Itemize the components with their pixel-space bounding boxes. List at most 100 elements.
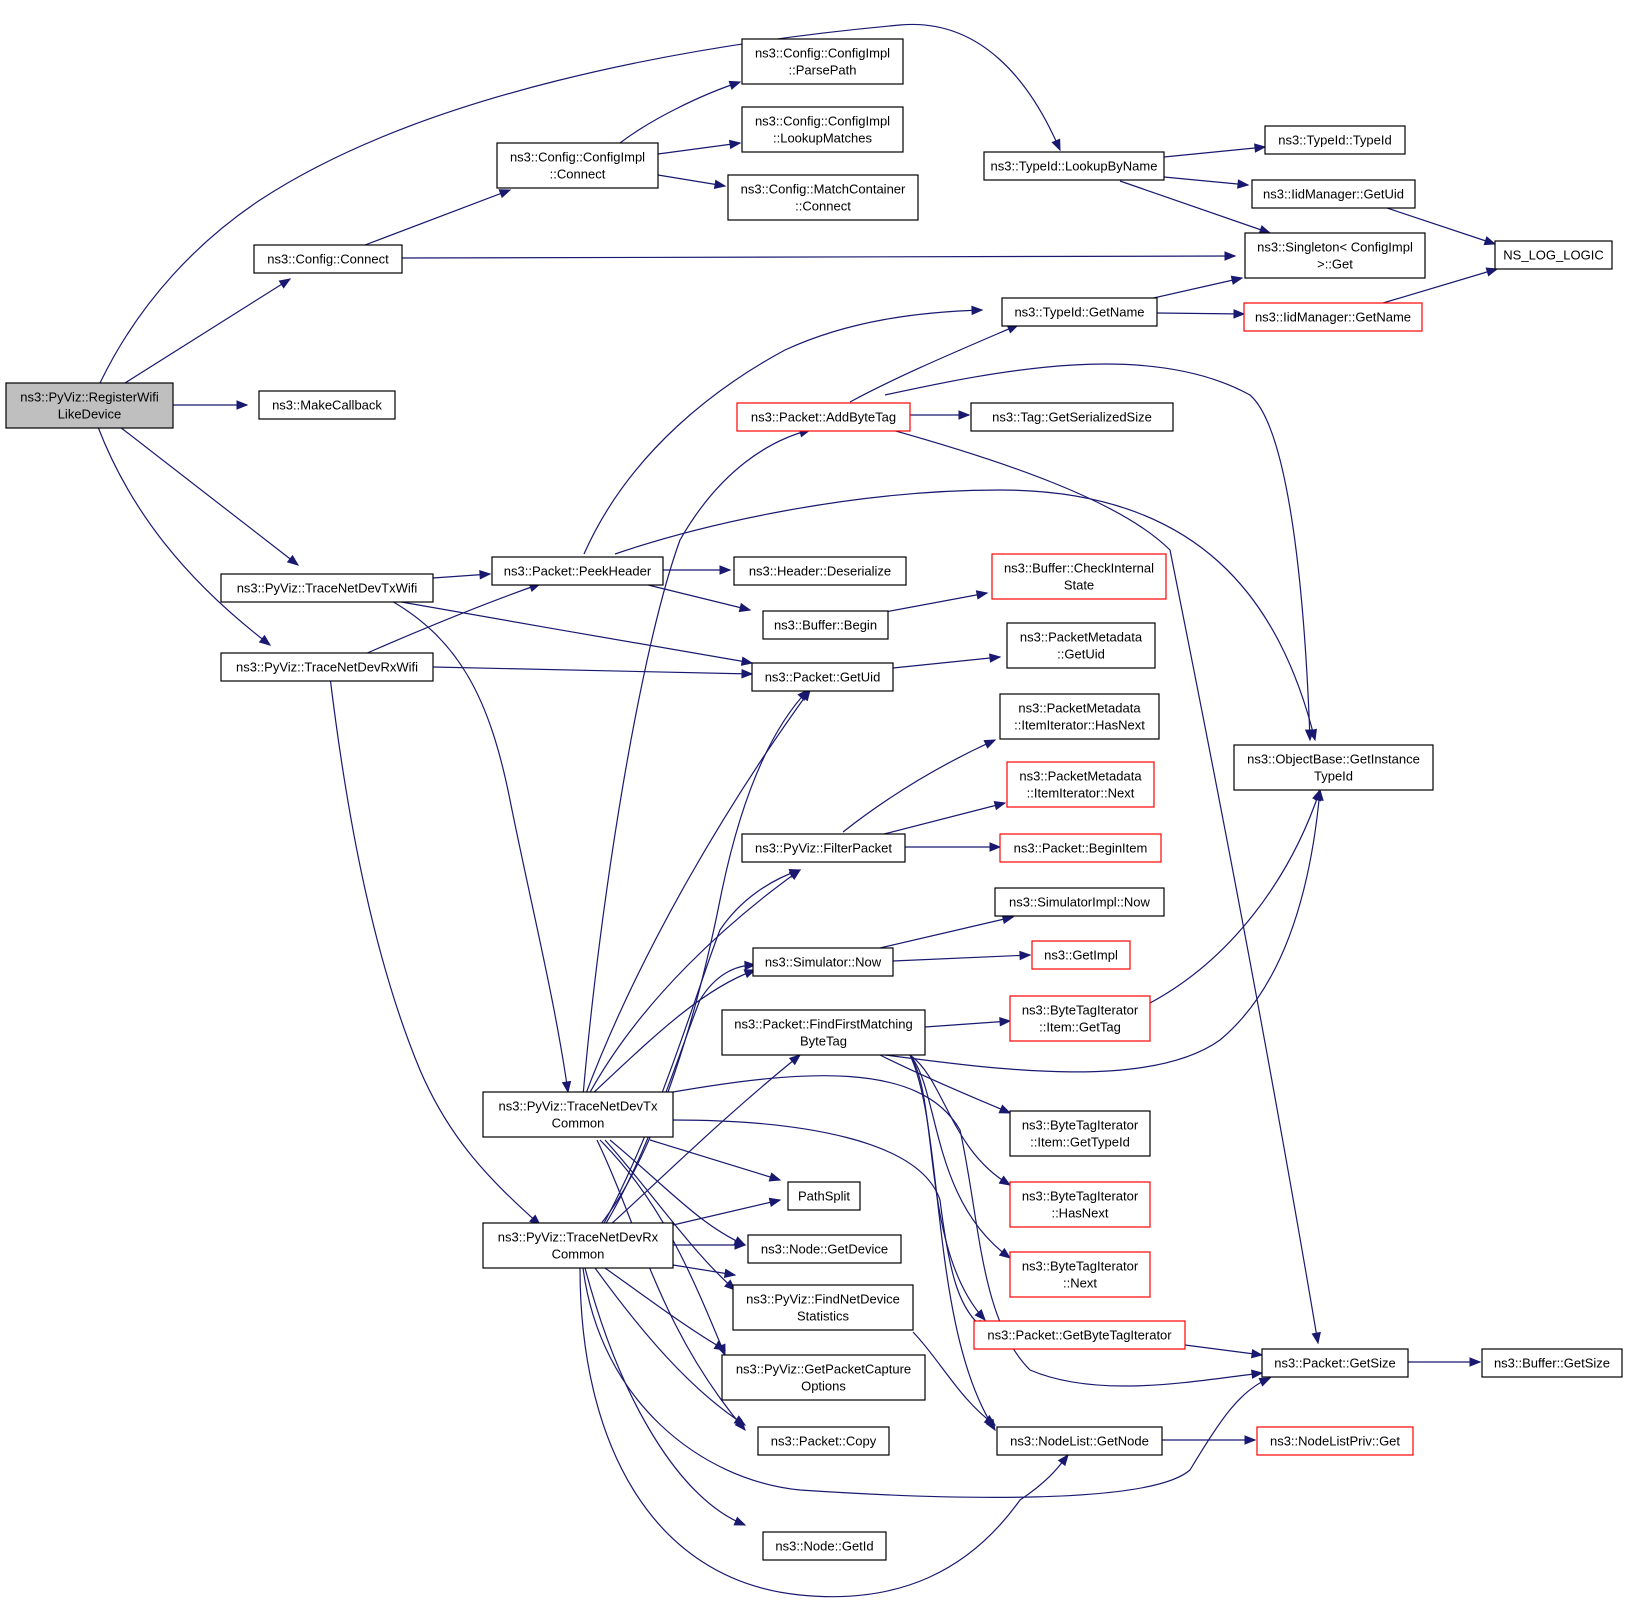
- edge-txc-pathsplit: [649, 1139, 782, 1182]
- node-label: Common: [552, 1247, 605, 1262]
- arrowhead: [1019, 950, 1032, 961]
- node-config-connect[interactable]: ns3::Config::Connect: [253, 244, 403, 274]
- node-tx-wifi[interactable]: ns3::PyViz::TraceNetDevTxWifi: [220, 573, 434, 603]
- node-simimpl-now[interactable]: ns3::SimulatorImpl::Now: [994, 887, 1165, 917]
- edge-rxc-nodegetid: [584, 1267, 747, 1526]
- node-iid-getuid[interactable]: ns3::IidManager::GetUid: [1251, 179, 1416, 209]
- node-label: ns3::Packet::AddByteTag: [751, 410, 896, 425]
- node-label: ::Connect: [550, 167, 606, 182]
- edge-findnetdev-nodelist: [912, 1331, 997, 1426]
- node-peek-header[interactable]: ns3::Packet::PeekHeader: [491, 556, 664, 586]
- node-pm-next[interactable]: ns3::PacketMetadata::ItemIterator::Next: [1006, 761, 1155, 808]
- node-node-getdevice[interactable]: ns3::Node::GetDevice: [747, 1234, 902, 1264]
- node-sim-now[interactable]: ns3::Simulator::Now: [752, 947, 894, 977]
- node-packet-copy[interactable]: ns3::Packet::Copy: [757, 1426, 890, 1456]
- node-packet-getsize[interactable]: ns3::Packet::GetSize: [1261, 1348, 1409, 1378]
- node-label: ns3::PyViz::FindNetDevice: [746, 1292, 900, 1307]
- node-parse-path[interactable]: ns3::Config::ConfigImpl::ParsePath: [741, 38, 904, 85]
- edge-ph-deser: [663, 565, 732, 575]
- node-box: [747, 1234, 902, 1264]
- edge-ff-gettid: [879, 1054, 1012, 1114]
- node-box: [482, 1222, 674, 1269]
- node-buffer-getsize[interactable]: ns3::Buffer::GetSize: [1481, 1348, 1623, 1378]
- node-get-bti[interactable]: ns3::Packet::GetByteTagIterator: [973, 1320, 1186, 1350]
- node-singleton-get[interactable]: ns3::Singleton< ConfigImpl>::Get: [1244, 232, 1426, 279]
- node-get-impl[interactable]: ns3::GetImpl: [1031, 940, 1131, 970]
- node-bti-item-gettag[interactable]: ns3::ByteTagIterator::Item::GetTag: [1009, 995, 1151, 1042]
- node-label: ns3::PyViz::TraceNetDevTxWifi: [237, 581, 418, 596]
- node-box: [491, 556, 664, 586]
- edge-cfgimpl-parsepath: [619, 80, 742, 144]
- node-label: ns3::Packet::Copy: [771, 1434, 877, 1449]
- node-label: Options: [801, 1379, 846, 1394]
- node-box: [733, 556, 907, 586]
- edge-root-lookupbyname: [99, 23, 1061, 384]
- node-box: [757, 1426, 890, 1456]
- node-label: ::LookupMatches: [773, 131, 873, 146]
- edge-ff-hasnext: [909, 1054, 1012, 1186]
- node-label: ns3::Config::MatchContainer: [741, 182, 906, 197]
- node-label: ns3::Packet::FindFirstMatching: [734, 1017, 912, 1032]
- node-label: ns3::ByteTagIterator: [1022, 1189, 1139, 1204]
- node-label: ns3::IidManager::GetUid: [1263, 187, 1404, 202]
- node-filter-packet[interactable]: ns3::PyViz::FilterPacket: [741, 833, 906, 863]
- arrowhead: [1307, 728, 1317, 742]
- node-node-getid[interactable]: ns3::Node::GetId: [762, 1531, 887, 1561]
- node-box: [5, 382, 174, 429]
- node-lookup-by-name[interactable]: ns3::TypeId::LookupByName: [983, 151, 1165, 181]
- edge-txwifi-txcommon: [389, 599, 572, 1094]
- arrowhead: [1237, 179, 1250, 189]
- arrowhead: [741, 669, 754, 679]
- node-add-byte-tag[interactable]: ns3::Packet::AddByteTag: [736, 402, 911, 432]
- node-rx-wifi[interactable]: ns3::PyViz::TraceNetDevRxWifi: [220, 652, 434, 682]
- node-cfgimpl-connect[interactable]: ns3::Config::ConfigImpl::Connect: [496, 142, 659, 189]
- arrowhead: [983, 1414, 997, 1426]
- node-ns-log-logic[interactable]: NS_LOG_LOGIC: [1494, 240, 1613, 270]
- node-begin-item[interactable]: ns3::Packet::BeginItem: [999, 833, 1162, 863]
- node-typeid-getname[interactable]: ns3::TypeId::GetName: [1001, 297, 1158, 327]
- node-make-callback[interactable]: ns3::MakeCallback: [258, 390, 396, 420]
- edge-getname-singleton: [1139, 275, 1244, 302]
- arrowhead: [1250, 1348, 1264, 1359]
- arrowhead: [733, 1415, 747, 1426]
- node-box: [1006, 761, 1155, 808]
- node-box: [1233, 744, 1434, 791]
- edge-cfgimpl-lookupmatches: [657, 139, 742, 155]
- node-label: ns3::NodeListPriv::Get: [1270, 1434, 1400, 1449]
- node-nlp-get[interactable]: ns3::NodeListPriv::Get: [1256, 1426, 1414, 1456]
- node-pm-hasnext[interactable]: ns3::PacketMetadata::ItemIterator::HasNe…: [999, 693, 1160, 740]
- node-bti-hasnext[interactable]: ns3::ByteTagIterator::HasNext: [1009, 1181, 1151, 1228]
- node-buffer-begin[interactable]: ns3::Buffer::Begin: [762, 610, 889, 640]
- node-path-split[interactable]: PathSplit: [787, 1181, 861, 1211]
- node-label: ns3::GetImpl: [1044, 948, 1118, 963]
- arrowhead: [788, 869, 802, 878]
- node-box: [762, 1531, 887, 1561]
- node-nodelist-getnode[interactable]: ns3::NodeList::GetNode: [996, 1426, 1163, 1456]
- node-iid-getname[interactable]: ns3::IidManager::GetName: [1243, 302, 1423, 332]
- node-typeid-typeid[interactable]: ns3::TypeId::TypeId: [1264, 125, 1406, 155]
- node-box: [1009, 1110, 1151, 1157]
- node-tag-getsize[interactable]: ns3::Tag::GetSerializedSize: [970, 402, 1174, 432]
- node-bti-next[interactable]: ns3::ByteTagIterator::Next: [1009, 1251, 1151, 1298]
- node-label: ns3::Node::GetId: [775, 1539, 873, 1554]
- node-match-connect[interactable]: ns3::Config::MatchContainer::Connect: [727, 174, 919, 221]
- node-packet-getuid[interactable]: ns3::Packet::GetUid: [751, 662, 894, 692]
- edge-rxc-getsize: [582, 1267, 1272, 1498]
- arrowhead: [1258, 1377, 1272, 1387]
- arrowhead: [993, 801, 1007, 811]
- node-label: ns3::IidManager::GetName: [1255, 310, 1411, 325]
- node-header-deser[interactable]: ns3::Header::Deserialize: [733, 556, 907, 586]
- node-pm-getuid[interactable]: ns3::PacketMetadata::GetUid: [1006, 622, 1156, 669]
- node-label: ns3::Buffer::Begin: [774, 618, 877, 633]
- arrowhead: [738, 602, 752, 613]
- node-lookup-matches[interactable]: ns3::Config::ConfigImpl::LookupMatches: [741, 106, 904, 153]
- node-bti-item-gettid[interactable]: ns3::ByteTagIterator::Item::GetTypeId: [1009, 1110, 1151, 1157]
